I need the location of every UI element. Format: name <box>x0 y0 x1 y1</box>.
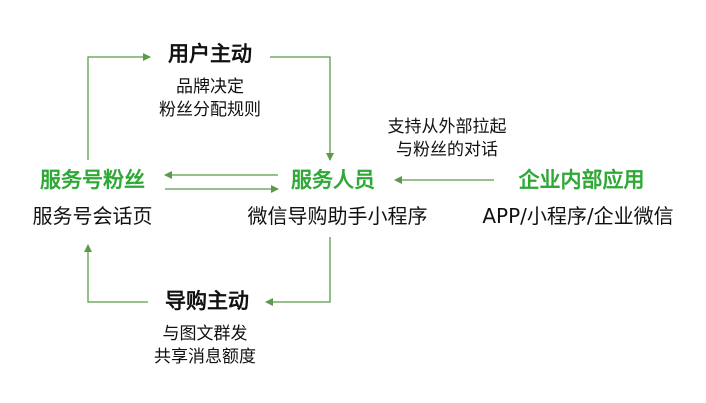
user-active-title: 用户主动 <box>168 42 252 66</box>
guide-active-desc-line2: 共享消息额度 <box>154 347 256 367</box>
external-launch-label-line1: 支持从外部拉起 <box>387 117 507 137</box>
service-fans-title: 服务号粉丝 <box>40 168 145 192</box>
enterprise-app-title: 企业内部应用 <box>518 168 645 192</box>
guide-active-title: 导购主动 <box>165 289 249 313</box>
service-staff-title: 服务人员 <box>291 168 375 192</box>
edge-guide-active-to-fans <box>84 244 148 303</box>
service-fans-desc: 服务号会话页 <box>32 204 153 228</box>
edge-fans-to-user-active <box>87 53 151 160</box>
user-active-desc-line1: 品牌决定 <box>176 77 244 97</box>
user-active-desc-line2: 粉丝分配规则 <box>159 100 261 120</box>
edge-user-active-to-staff <box>270 56 334 161</box>
edge-staff-to-guide-active <box>265 237 331 306</box>
service-staff-desc: 微信导购助手小程序 <box>247 204 428 228</box>
enterprise-app-desc: APP/小程序/企业微信 <box>482 204 674 228</box>
guide-active-desc-line1: 与图文群发 <box>162 324 248 344</box>
external-launch-label-line2: 与粉丝的对话 <box>396 140 498 160</box>
